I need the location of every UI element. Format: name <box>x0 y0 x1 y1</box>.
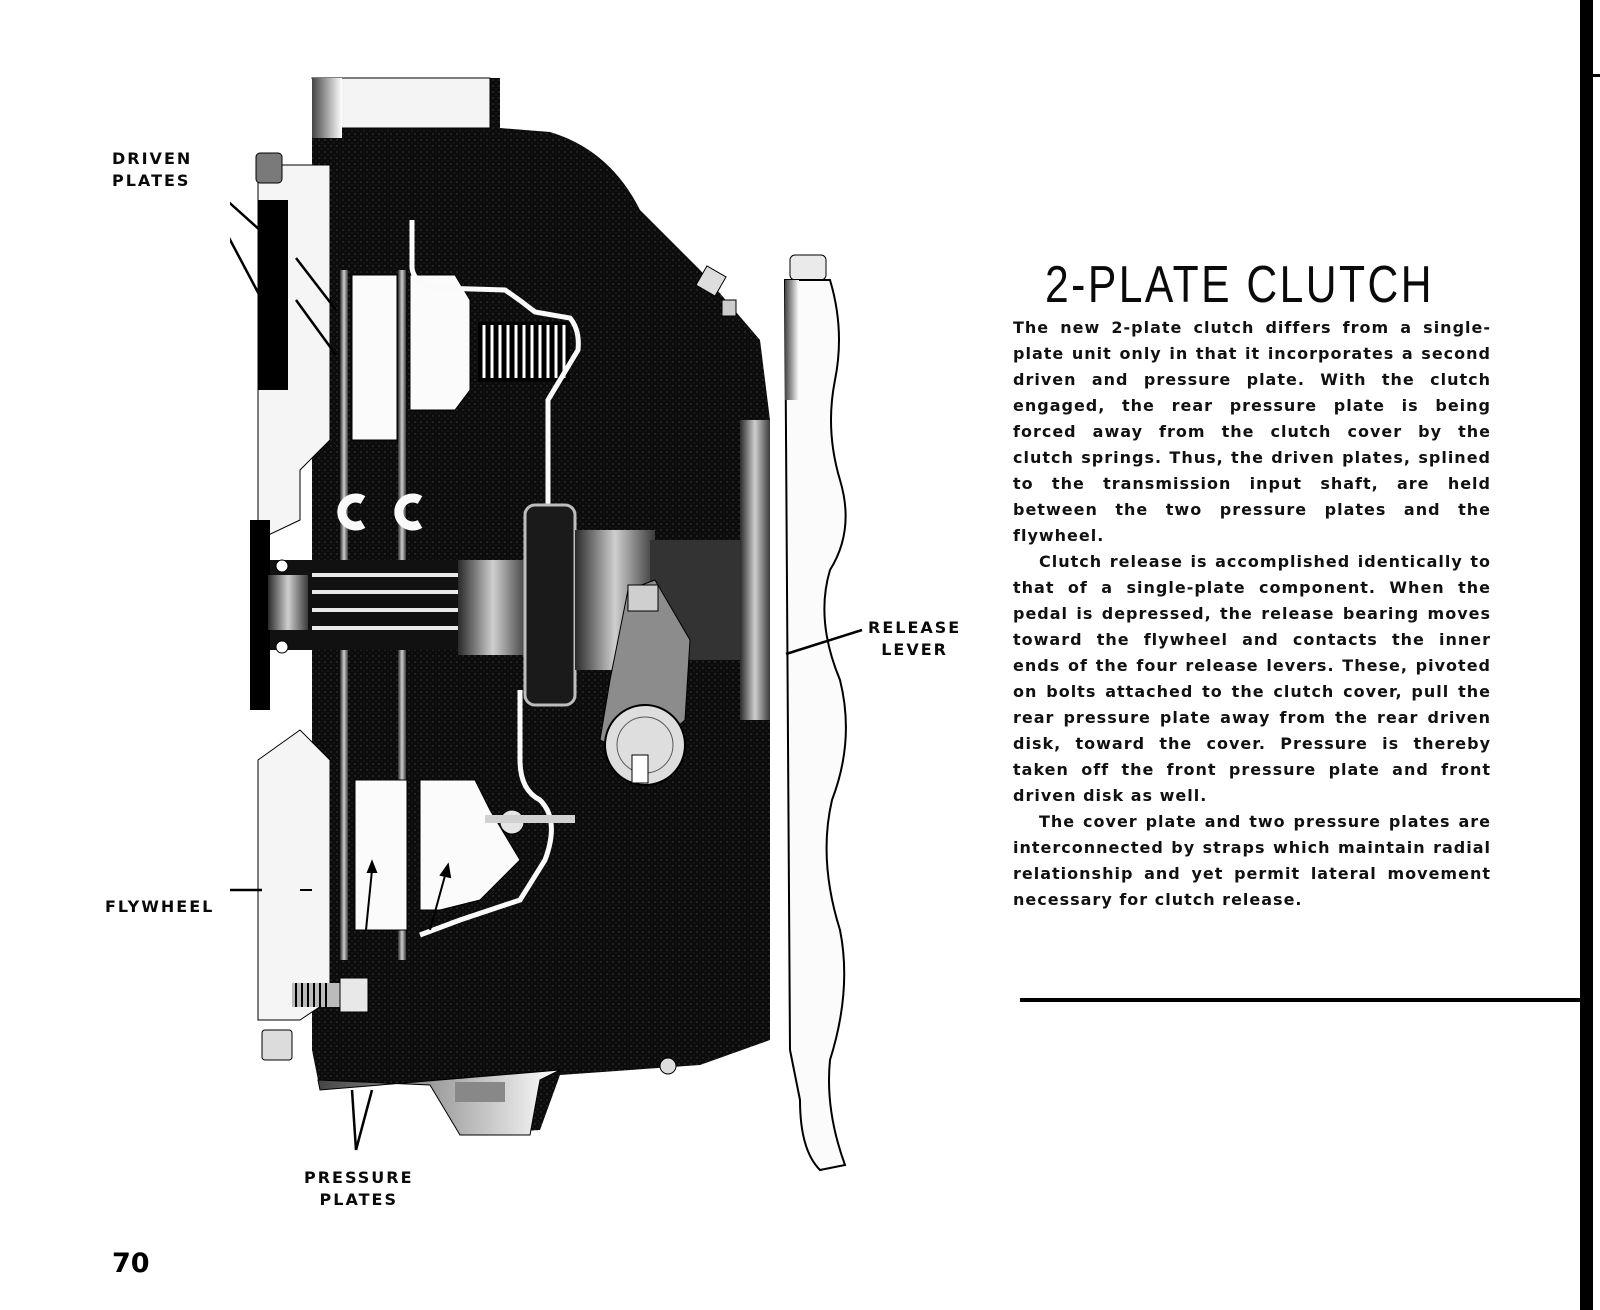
callout-flywheel: FLYWHEEL <box>105 896 214 918</box>
callout-pressure-plates-line2: PLATES <box>319 1190 398 1209</box>
callout-driven-plates-line1: DRIVEN <box>112 149 193 168</box>
page-edge-tick <box>1592 74 1600 77</box>
page-edge-bar <box>1580 0 1593 1310</box>
paragraph-3: The cover plate and two pressure plates … <box>1013 812 1491 909</box>
section-rule <box>1020 998 1582 1002</box>
callout-pressure-plates-line1: PRESSURE <box>304 1168 414 1187</box>
paragraph-2: Clutch release is accomplished identical… <box>1013 552 1491 805</box>
clutch-spring <box>478 322 570 382</box>
callout-release-lever: RELEASE LEVER <box>868 617 961 661</box>
paragraph-1: The new 2-plate clutch differs from a si… <box>1013 318 1491 545</box>
release-lever-part <box>599 579 691 786</box>
callout-flywheel-line1: FLYWHEEL <box>105 897 215 916</box>
page-number: 70 <box>112 1248 150 1279</box>
page-title: 2-PLATE CLUTCH <box>1045 255 1435 314</box>
clutch-cutaway-illustration <box>230 77 863 1172</box>
callout-leader-lines <box>230 201 863 1151</box>
callout-pressure-plates: PRESSURE PLATES <box>304 1167 414 1211</box>
callout-driven-plates-line2: PLATES <box>112 171 191 190</box>
callout-release-lever-line1: RELEASE <box>868 618 962 637</box>
callout-driven-plates: DRIVEN PLATES <box>112 148 192 192</box>
article-body: The new 2-plate clutch differs from a si… <box>1013 315 1491 913</box>
callout-release-lever-line2: LEVER <box>881 640 948 659</box>
